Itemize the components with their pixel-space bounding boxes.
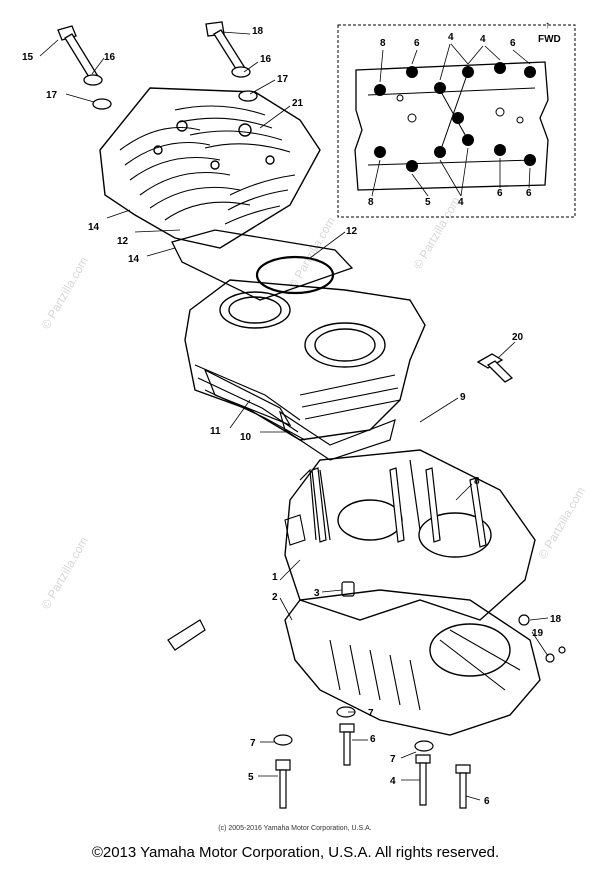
- watermark: © Partzilla.com: [410, 194, 463, 271]
- callout-6: 6: [484, 796, 490, 807]
- leader-lines: [39, 31, 549, 801]
- copyright-footer: ©2013 Yamaha Motor Corporation, U.S.A. A…: [91, 844, 500, 861]
- watermark: © Partzilla.com: [535, 484, 588, 561]
- inset-label-bottom-5: 6: [526, 188, 532, 199]
- cylinder-head: [99, 87, 321, 249]
- fwd-arrow-icon: ↑: [545, 20, 550, 31]
- callout-20: 20: [512, 332, 524, 343]
- callout-16: 16: [260, 54, 272, 65]
- inset-label-top-1: 8: [380, 38, 386, 49]
- callout-14: 14: [88, 222, 100, 233]
- inset-label-bottom-4: 6: [497, 188, 503, 199]
- lower-bolts: [273, 614, 566, 809]
- dowel-pin: [341, 581, 355, 597]
- callout-18: 18: [550, 614, 562, 625]
- head-gasket: [171, 229, 354, 301]
- callout-12: 12: [117, 236, 129, 247]
- callout-10: 10: [240, 432, 252, 443]
- lower-case-outline: [284, 589, 541, 736]
- inset-frame: [337, 24, 576, 218]
- exploded-parts-diagram: © Partzilla.com © Partzilla.com © Partzi…: [22, 20, 588, 832]
- callout-7: 7: [250, 738, 256, 749]
- block-outline: [184, 279, 426, 441]
- callout-5: 5: [248, 772, 254, 783]
- callout-1: 1: [272, 572, 278, 583]
- studs: [311, 467, 487, 548]
- callout-numbers: 15 16 17 18 16 17 21 14 12 14 12 11 10 9…: [22, 26, 562, 807]
- inset-label-top-3: 4: [448, 32, 454, 43]
- callout-7: 7: [390, 754, 396, 765]
- callout-18: 18: [252, 26, 264, 37]
- watermark: © Partzilla.com: [38, 254, 91, 331]
- callout-14: 14: [128, 254, 140, 265]
- callout-12: 12: [346, 226, 358, 237]
- callout-17: 17: [277, 74, 289, 85]
- callout-17: 17: [46, 90, 58, 101]
- upper-case-outline: [284, 449, 536, 621]
- inset-label-bottom-3: 4: [458, 197, 464, 208]
- watermark-group: © Partzilla.com © Partzilla.com © Partzi…: [38, 194, 588, 611]
- fine-print-copyright: (c) 2005-2016 Yamaha Motor Corporation, …: [218, 825, 371, 832]
- inset-label-top-4: 4: [480, 34, 486, 45]
- callout-6: 6: [370, 734, 376, 745]
- inset-label-top-2: 6: [414, 38, 420, 49]
- callout-4: 4: [390, 776, 396, 787]
- lower-crankcase: [284, 589, 541, 736]
- inset-label-bottom-2: 5: [425, 197, 431, 208]
- callout-2: 2: [272, 592, 278, 603]
- fwd-arrow-icon: [167, 619, 206, 651]
- callout-11: 11: [210, 426, 221, 437]
- callout-21: 21: [292, 98, 304, 109]
- head-bolts: [57, 21, 258, 110]
- gasket-inset: 8 6 4 4 6 8 5 4 6 6 ↑ FWD: [337, 20, 576, 218]
- head-outline: [99, 87, 321, 249]
- watermark: © Partzilla.com: [38, 534, 91, 611]
- inset-label-bottom-1: 8: [368, 197, 374, 208]
- callout-9: 9: [460, 392, 466, 403]
- gasket-plate: [354, 61, 549, 191]
- stud-holes: [374, 62, 536, 172]
- callout-15: 15: [22, 52, 34, 63]
- callout-7: 7: [368, 708, 374, 719]
- callout-19: 19: [532, 628, 544, 639]
- callout-3: 3: [314, 588, 320, 599]
- inset-label-top-5: 6: [510, 38, 516, 49]
- callout-16: 16: [104, 52, 116, 63]
- fitting: [476, 353, 514, 383]
- cylinder-block: [184, 279, 426, 461]
- fwd-label: FWD: [538, 34, 561, 45]
- watermark: © Partzilla.com: [285, 214, 338, 291]
- callout-8: 8: [474, 476, 480, 487]
